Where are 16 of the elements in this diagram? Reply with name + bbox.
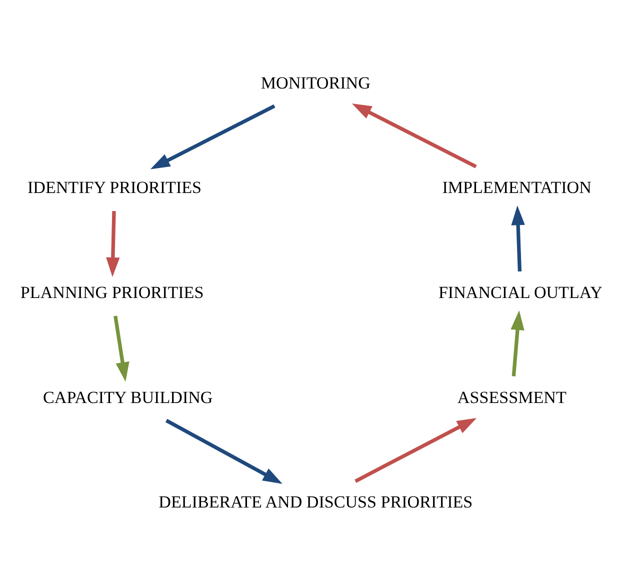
arrow <box>511 205 525 271</box>
node-text: MONITORING <box>260 72 370 92</box>
arrow <box>106 210 120 276</box>
arrow <box>510 310 524 376</box>
arrow <box>354 417 477 482</box>
arrow <box>114 315 130 382</box>
node-text: CAPACITY BUILDING <box>43 387 213 406</box>
node-text: IMPLEMENTATION <box>442 178 592 197</box>
node-text: ASSESSMENT <box>457 387 566 406</box>
arrow <box>352 103 477 168</box>
node-text: DELIBERATE AND DISCUSS PRIORITIES <box>158 492 473 512</box>
arrow <box>150 104 276 169</box>
arrow <box>166 418 282 484</box>
node-text: IDENTIFY PRIORITIES <box>27 178 202 197</box>
node-text: PLANNING PRIORITIES <box>20 282 204 302</box>
node-text: FINANCIAL OUTLAY <box>438 282 602 302</box>
